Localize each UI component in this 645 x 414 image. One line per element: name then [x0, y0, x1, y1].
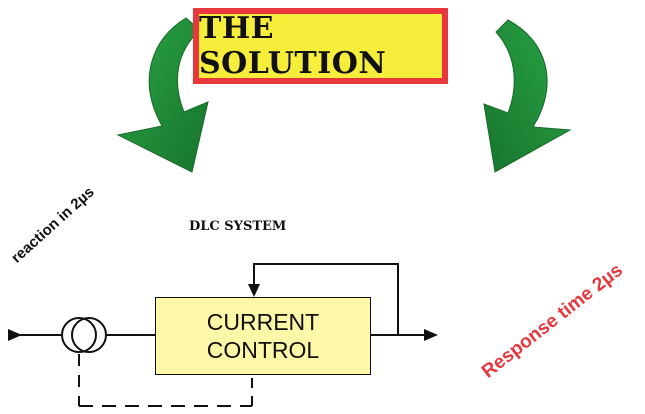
curved-arrow-right-icon [483, 19, 572, 173]
title-text: THE SOLUTION [199, 11, 387, 81]
current-control-block: CURRENT CONTROL [155, 297, 371, 375]
output-arrowhead-icon [424, 329, 438, 341]
title-banner: THE SOLUTION [193, 8, 448, 84]
system-label: DLC SYSTEM [189, 219, 287, 234]
curved-arrow-left-icon [116, 17, 209, 173]
current-source-circle-left [61, 317, 97, 353]
block-label-line1: CURRENT [206, 309, 320, 335]
block-label-line2: CONTROL [206, 337, 320, 363]
feedback-arrowhead-icon [248, 284, 260, 297]
feedback-loop-line [253, 263, 399, 335]
input-arrowhead-icon [8, 329, 22, 341]
